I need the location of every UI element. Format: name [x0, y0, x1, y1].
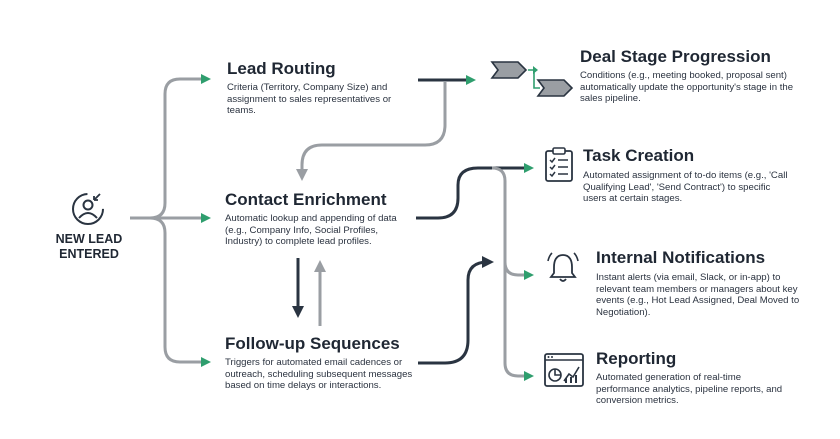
enrichment-to-task — [416, 163, 534, 220]
lead-routing-desc: Criteria (Territory, Company Size) and a… — [227, 82, 392, 117]
start-node-label: NEW LEAD ENTERED — [44, 232, 134, 262]
dashboard-chart-icon — [544, 353, 584, 387]
trunk-to-followup — [149, 216, 211, 367]
user-plus-icon — [72, 193, 104, 225]
follow-up-desc: Triggers for automated email cadences or… — [225, 357, 413, 392]
deal-stage-title: Deal Stage Progression — [580, 47, 771, 66]
contact-enrichment-title: Contact Enrichment — [225, 190, 387, 209]
task-creation-title: Task Creation — [583, 146, 695, 165]
trunk-to-routing — [130, 74, 211, 220]
internal-notifications-desc: Instant alerts (via email, Slack, or in-… — [596, 272, 800, 318]
deal-stage-desc: Conditions (e.g., meeting booked, propos… — [580, 70, 794, 105]
internal-notifications-title: Internal Notifications — [596, 248, 766, 267]
reporting-title: Reporting — [596, 349, 677, 368]
task-creation-desc: Automated assignment of to-do items (e.g… — [583, 170, 788, 205]
start-label-line1: NEW LEAD — [55, 232, 123, 246]
bell-icon — [547, 252, 579, 282]
checklist-icon — [545, 147, 573, 182]
split-to-reporting — [503, 262, 534, 381]
deal-stage-loop-to-enrichment — [296, 82, 447, 181]
contact-enrichment-desc: Automatic lookup and appending of data (… — [225, 213, 397, 248]
split-to-notifications — [491, 166, 534, 280]
start-label-line2: ENTERED — [59, 247, 119, 261]
lead-routing-title: Lead Routing — [227, 59, 336, 78]
followup-to-notifications — [418, 256, 494, 365]
reporting-desc: Automated generation of real-time perfor… — [596, 372, 783, 407]
follow-up-title: Follow-up Sequences — [225, 334, 400, 353]
stage-arrows-icon — [490, 61, 574, 97]
